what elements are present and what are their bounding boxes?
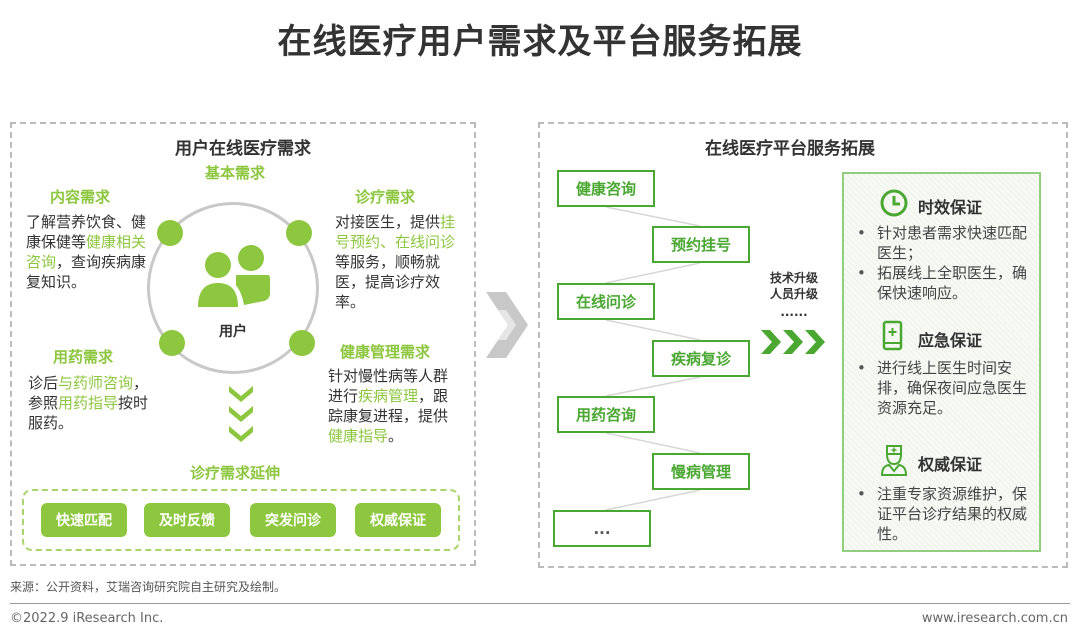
website-link[interactable]: www.iresearch.com.cn bbox=[921, 611, 1068, 626]
extension-title: 诊疗需求延伸 bbox=[189, 464, 280, 482]
platform-service-panel bbox=[538, 122, 1068, 568]
page-title: 在线医疗用户需求及平台服务拓展 bbox=[277, 22, 803, 62]
guarantee-bullets: 注重专家资源维护，保证平台诊疗结果的权威性。 bbox=[855, 484, 1037, 544]
doctor-icon bbox=[880, 445, 908, 476]
user-demand-panel bbox=[10, 122, 476, 566]
upgrade-text: 技术升级人员升级...... bbox=[769, 271, 818, 319]
content-demand-heading: 内容需求 bbox=[50, 188, 111, 206]
copyright: ©2022.9 iResearch Inc. bbox=[10, 611, 164, 626]
service-box: 在线问诊 bbox=[557, 283, 655, 320]
guarantee-title: 应急保证 bbox=[918, 331, 983, 350]
health-management-heading: 健康管理需求 bbox=[340, 343, 431, 361]
extension-item: 突发问诊 bbox=[250, 503, 336, 537]
guarantee-title: 权威保证 bbox=[918, 455, 983, 474]
circle-dot bbox=[159, 330, 185, 356]
medicine-demand-heading: 用药需求 bbox=[53, 348, 114, 366]
service-box: ... bbox=[553, 510, 651, 547]
medicine-demand-text: 诊后与药师咨询，参照用药指导按时服药。 bbox=[28, 374, 149, 432]
circle-dot bbox=[157, 220, 183, 246]
user-label: 用户 bbox=[219, 324, 247, 340]
phone-plus-icon bbox=[882, 320, 903, 351]
user-circle bbox=[147, 202, 319, 374]
clock-icon bbox=[880, 189, 908, 217]
service-box: 预约挂号 bbox=[652, 226, 750, 263]
service-box: 健康咨询 bbox=[557, 170, 655, 207]
guarantee-bullets: 进行线上医生时间安排，确保夜间应急医生资源充足。 bbox=[855, 358, 1035, 418]
diagnosis-demand-heading: 诊疗需求 bbox=[355, 188, 416, 206]
diagnosis-demand-text: 对接医生，提供挂号预约、在线问诊等服务，顺畅就医，提高诊疗效率。 bbox=[335, 213, 456, 311]
user-demand-title: 用户在线医疗需求 bbox=[175, 139, 311, 159]
triple-chevron-icon bbox=[761, 330, 825, 354]
content-demand-text: 了解营养饮食、健康保健等健康相关咨询，查询疾病康复知识。 bbox=[26, 213, 147, 291]
extension-item: 权威保证 bbox=[355, 503, 441, 537]
service-box: 用药咨询 bbox=[557, 396, 655, 433]
circle-dot bbox=[286, 220, 312, 246]
service-box: 慢病管理 bbox=[652, 453, 750, 490]
footer-divider bbox=[10, 603, 1070, 604]
service-box: 疾病复诊 bbox=[652, 340, 750, 377]
chevrons-down-icon bbox=[229, 386, 253, 442]
platform-service-title: 在线医疗平台服务拓展 bbox=[705, 139, 875, 159]
guarantee-bullets: 针对患者需求快速匹配医生； 拓展线上全职医生，确保快速响应。 bbox=[855, 223, 1035, 303]
health-management-text: 针对慢性病等人群进行疾病管理，跟踪康复进程，提供健康指导。 bbox=[328, 367, 449, 445]
circle-dot bbox=[289, 330, 315, 356]
extension-box bbox=[22, 489, 460, 551]
source-note: 来源：公开资料，艾瑞咨询研究院自主研究及绘制。 bbox=[10, 580, 287, 594]
extension-item: 及时反馈 bbox=[144, 503, 230, 537]
users-icon bbox=[198, 245, 270, 307]
basic-demand-label: 基本需求 bbox=[204, 164, 265, 182]
chevron-right-icon bbox=[486, 292, 528, 358]
guarantee-title: 时效保证 bbox=[918, 198, 983, 217]
service-connectors bbox=[605, 206, 701, 511]
extension-item: 快速匹配 bbox=[41, 503, 127, 537]
